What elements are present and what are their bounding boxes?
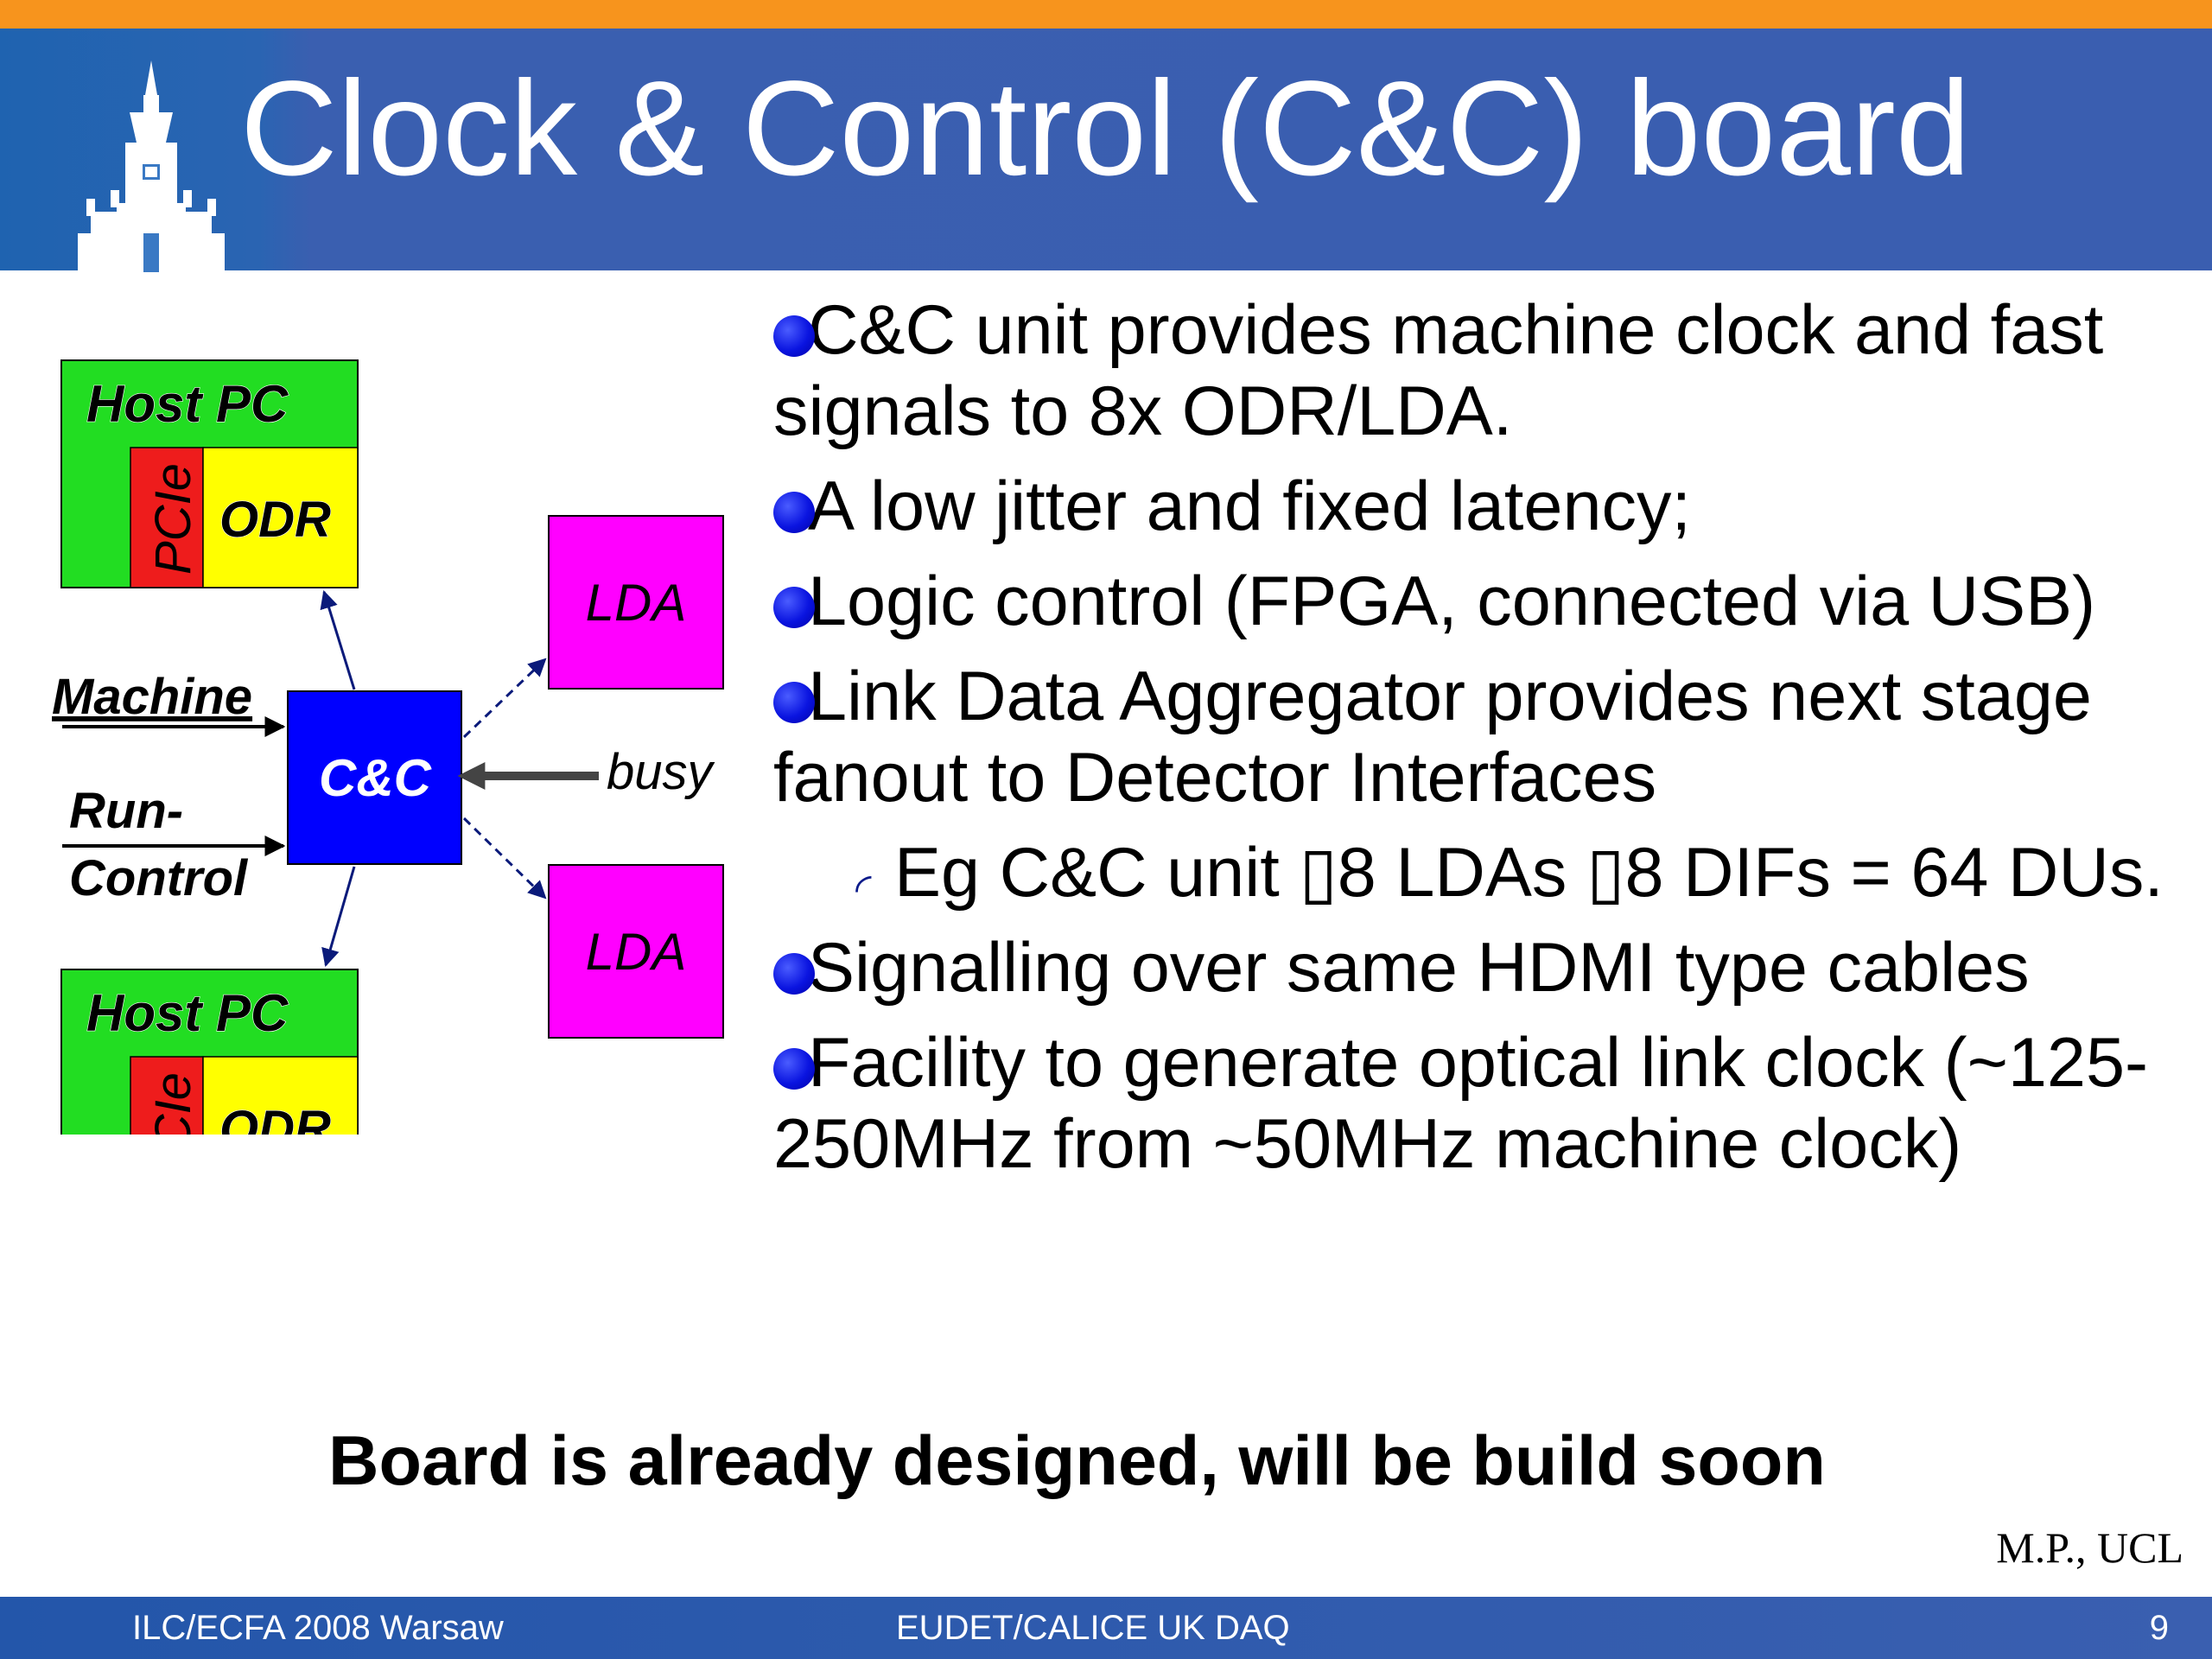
bullet-item: C&C unit provides machine clock and fast… — [773, 289, 2173, 452]
cc-block-diagram: Host PC PCIe ODR Host PC PCIe ODR LDA LD… — [52, 359, 724, 1135]
bullet-item: Signalling over same HDMI type cables — [773, 927, 2173, 1008]
conclusion-text: Board is already designed, will be build… — [328, 1422, 1826, 1500]
arrow-cc-to-host-top — [320, 589, 356, 690]
control-label: Control — [69, 850, 249, 906]
bullet-item: Link Data Aggregator provides next stage… — [773, 656, 2173, 818]
run-label: Run- — [69, 783, 183, 839]
machine-label: Machine — [52, 669, 252, 725]
bullet-dot-icon — [773, 1048, 815, 1090]
bullet-item: A low jitter and fixed latency; — [773, 466, 2173, 547]
odr-top-label: ODR — [219, 492, 331, 548]
author-credit: M.P., UCL — [1996, 1523, 2183, 1572]
bullet-item: Facility to generate optical link clock … — [773, 1022, 2173, 1185]
bullet-dot-icon — [773, 682, 815, 723]
tower-logo-icon — [78, 60, 225, 272]
small-arc-icon: ◜ — [855, 867, 872, 912]
pcie-bottom-label: PCIe — [145, 1072, 201, 1135]
bullet-list: C&C unit provides machine clock and fast… — [773, 289, 2173, 1198]
host-pc-bottom-box: Host PC PCIe ODR — [60, 969, 359, 1135]
bullet-text: A low jitter and fixed latency; — [808, 467, 1692, 545]
host-pc-bottom-label: Host PC — [86, 984, 289, 1042]
cc-label: C&C — [319, 749, 433, 807]
arrow-cc-to-host-bottom — [321, 866, 356, 968]
footer-project: EUDET/CALICE UK DAQ — [896, 1609, 1290, 1647]
bullet-item: Logic control (FPGA, connected via USB) — [773, 561, 2173, 642]
lda-bottom-label: LDA — [586, 923, 687, 981]
arrow-cc-to-lda-bottom — [462, 817, 547, 899]
title-bar — [0, 29, 2212, 270]
lda-top-label: LDA — [586, 574, 687, 632]
busy-label: busy — [607, 744, 715, 800]
bullet-dot-icon — [773, 315, 815, 357]
bullet-text: Signalling over same HDMI type cables — [808, 929, 2030, 1007]
cc-box: C&C — [287, 690, 462, 865]
footer-event: ILC/ECFA 2008 Warsaw — [132, 1609, 504, 1647]
bullet-text: Facility to generate optical link clock … — [773, 1024, 2148, 1183]
sub-bullet-item: ◜ Eg C&C unit ▯8 LDAs ▯8 DIFs = 64 DUs. — [773, 832, 2173, 913]
bullet-text: C&C unit provides machine clock and fast… — [773, 291, 2104, 450]
arrow-cc-to-lda-top — [462, 658, 547, 739]
bullet-dot-icon — [773, 587, 815, 628]
slide-title: Clock & Control (C&C) board — [240, 54, 1971, 204]
bullet-dot-icon — [773, 953, 815, 995]
host-pc-top-box: Host PC PCIe ODR — [60, 359, 359, 588]
lda-top-box: LDA — [548, 515, 724, 690]
sub-bullet-text: Eg C&C unit ▯8 LDAs ▯8 DIFs = 64 DUs. — [894, 834, 2164, 912]
odr-bottom-label: ODR — [219, 1101, 331, 1135]
pcie-top-label: PCIe — [145, 463, 201, 575]
host-pc-top-label: Host PC — [86, 375, 289, 433]
bullet-dot-icon — [773, 492, 815, 533]
page-number: 9 — [2149, 1609, 2169, 1647]
lda-bottom-box: LDA — [548, 864, 724, 1039]
top-accent-stripe — [0, 0, 2212, 29]
bullet-text: Logic control (FPGA, connected via USB) — [808, 563, 2096, 640]
bullet-text: Link Data Aggregator provides next stage… — [773, 658, 2092, 817]
footer-bar: ILC/ECFA 2008 Warsaw EUDET/CALICE UK DAQ… — [0, 1597, 2212, 1659]
